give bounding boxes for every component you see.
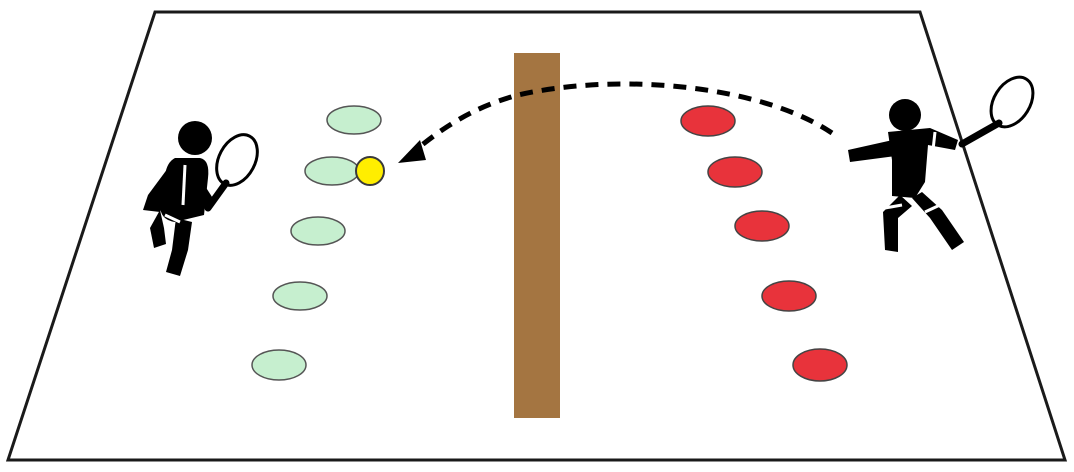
left-target-marker (251, 349, 307, 381)
left-target-markers (251, 105, 382, 381)
tennis-ball (355, 156, 385, 186)
tennis-racket-icon (204, 133, 259, 212)
right-target-markers (680, 105, 848, 382)
left-target-marker (272, 281, 328, 311)
ball-trajectory (410, 81, 834, 155)
left-target-marker (290, 216, 346, 246)
left-target-marker (304, 156, 360, 186)
right-target-marker (761, 280, 817, 312)
right-target-marker (734, 210, 790, 242)
right-target-marker (707, 156, 763, 188)
tennis-player-hitting-icon (848, 75, 1035, 252)
net (514, 53, 560, 418)
right-target-marker (792, 348, 848, 382)
right-target-marker (680, 105, 736, 137)
left-target-marker (326, 105, 382, 135)
tennis-player-ready-stance-icon (143, 121, 259, 276)
tennis-racket-icon (958, 75, 1035, 148)
arrowhead-icon (398, 140, 426, 163)
